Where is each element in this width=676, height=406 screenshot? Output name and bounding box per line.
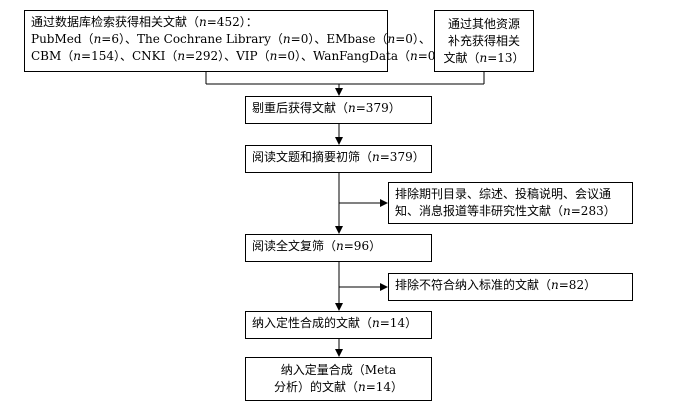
- box-text-line: 通过其他资源: [443, 16, 524, 33]
- text-run: =0）、EMbase（: [290, 32, 388, 46]
- database-search-box: 通过数据库检索获得相关文献（n=452）：PubMed（n=6）、The Coc…: [24, 10, 447, 72]
- text-run: 纳入定量合成（Meta: [280, 363, 397, 377]
- text-run: 纳入定性合成的文献（: [252, 316, 373, 330]
- box-text-line: 阅读全文复筛（n=96）: [252, 238, 425, 255]
- text-run: 阅读全文复筛（: [252, 239, 337, 253]
- text-run: PubMed（: [31, 32, 94, 46]
- box-text-line: 排除期刊目录、综述、投稿说明、会议通: [395, 186, 626, 203]
- after-deduplication-box: 剔重后获得文献（n=379）: [245, 96, 432, 124]
- box-text: 排除期刊目录、综述、投稿说明、会议通知、消息报道等非研究性文献（n=283）: [395, 186, 626, 220]
- box-text: 排除不符合纳入标准的文献（n=82）: [395, 277, 626, 294]
- other-sources-box: 通过其他资源补充获得相关文献（n=13）: [434, 10, 534, 72]
- box-text-line: 通过数据库检索获得相关文献（n=452）：: [31, 14, 381, 31]
- count-symbol: n: [73, 49, 82, 63]
- count-symbol: n: [282, 32, 291, 46]
- excluded-criteria-box: 排除不符合纳入标准的文献（n=82）: [388, 273, 633, 301]
- text-run: 排除期刊目录、综述、投稿说明、会议通: [395, 187, 612, 201]
- quantitative-synthesis-box: 纳入定量合成（Meta 分析）的文献（n=14）: [245, 357, 432, 401]
- box-text-line: 补充获得相关: [443, 33, 524, 50]
- text-run: 通过其他资源: [447, 16, 520, 31]
- text-run: =13）: [487, 50, 525, 65]
- count-symbol: n: [563, 204, 571, 218]
- box-text-line: 剔重后获得文献（n=379）: [252, 100, 425, 117]
- text-run: =14）: [379, 316, 418, 330]
- box-text-line: 分析）的文献（n=14）: [274, 379, 403, 396]
- text-run: =6）、The Cochrane Library（: [101, 32, 283, 46]
- text-run: 文献（: [443, 50, 480, 65]
- text-run: =154）、CNKI（: [81, 49, 178, 63]
- text-run: =452）：: [206, 15, 258, 29]
- title-abstract-screening-box: 阅读文题和摘要初筛（n=379）: [245, 145, 432, 173]
- count-symbol: n: [551, 278, 559, 292]
- count-symbol: n: [357, 380, 366, 394]
- box-text: 阅读文题和摘要初筛（n=379）: [252, 149, 425, 166]
- count-symbol: n: [93, 32, 102, 46]
- excluded-nonresearch-box: 排除期刊目录、综述、投稿说明、会议通知、消息报道等非研究性文献（n=283）: [388, 182, 633, 224]
- qualitative-synthesis-box: 纳入定性合成的文献（n=14）: [245, 311, 432, 339]
- box-text-line: PubMed（n=6）、The Cochrane Library（n=0）、EM…: [31, 31, 431, 48]
- fulltext-screening-box: 阅读全文复筛（n=96）: [245, 234, 432, 262]
- text-run: 通过数据库检索获得相关文献（: [31, 15, 200, 29]
- box-text-line: 阅读文题和摘要初筛（n=379）: [252, 149, 425, 166]
- box-text: 剔重后获得文献（n=379）: [252, 100, 425, 117]
- text-run: 补充获得相关: [447, 33, 520, 48]
- count-symbol: n: [348, 101, 356, 115]
- count-symbol: n: [336, 239, 344, 253]
- count-symbol: n: [372, 150, 380, 164]
- box-text-line: 排除不符合纳入标准的文献（n=82）: [395, 277, 626, 294]
- count-symbol: n: [479, 50, 488, 65]
- box-text-line: 纳入定性合成的文献（n=14）: [252, 315, 425, 332]
- text-run: =0）、: [395, 32, 431, 46]
- text-run: =292）、VIP（: [185, 49, 270, 63]
- text-run: 排除不符合纳入标准的文献（: [395, 278, 552, 292]
- box-text: 纳入定量合成（Meta 分析）的文献（n=14）: [274, 362, 403, 396]
- box-text: 阅读全文复筛（n=96）: [252, 238, 425, 255]
- text-run: =0）、WanFangData（: [277, 49, 411, 63]
- box-text-line: CBM（n=154）、CNKI（n=292）、VIP（n=0）、WanFangD…: [31, 48, 447, 65]
- text-run: =14）: [365, 380, 404, 394]
- text-run: =96）: [343, 239, 382, 253]
- box-text-line: 知、消息报道等非研究性文献（n=283）: [395, 203, 626, 220]
- text-run: CBM（: [31, 49, 74, 63]
- text-run: =82）: [558, 278, 597, 292]
- box-text-line: 纳入定量合成（Meta: [274, 362, 403, 379]
- text-run: 剔重后获得文献（: [252, 101, 349, 115]
- box-text: 通过数据库检索获得相关文献（n=452）：PubMed（n=6）、The Coc…: [31, 14, 447, 65]
- text-run: =379）: [355, 101, 401, 115]
- count-symbol: n: [199, 15, 207, 29]
- text-run: 阅读文题和摘要初筛（: [252, 150, 373, 164]
- box-text: 纳入定性合成的文献（n=14）: [252, 315, 425, 332]
- count-symbol: n: [387, 32, 396, 46]
- text-run: =283）: [570, 204, 616, 218]
- text-run: 知、消息报道等非研究性文献（: [395, 204, 564, 218]
- count-symbol: n: [410, 49, 418, 63]
- count-symbol: n: [177, 49, 186, 63]
- count-symbol: n: [269, 49, 278, 63]
- box-text-line: 文献（n=13）: [443, 50, 524, 67]
- text-run: =379）: [379, 150, 425, 164]
- count-symbol: n: [372, 316, 380, 330]
- box-text: 通过其他资源补充获得相关文献（n=13）: [443, 16, 524, 67]
- text-run: 分析）的文献（: [273, 380, 358, 394]
